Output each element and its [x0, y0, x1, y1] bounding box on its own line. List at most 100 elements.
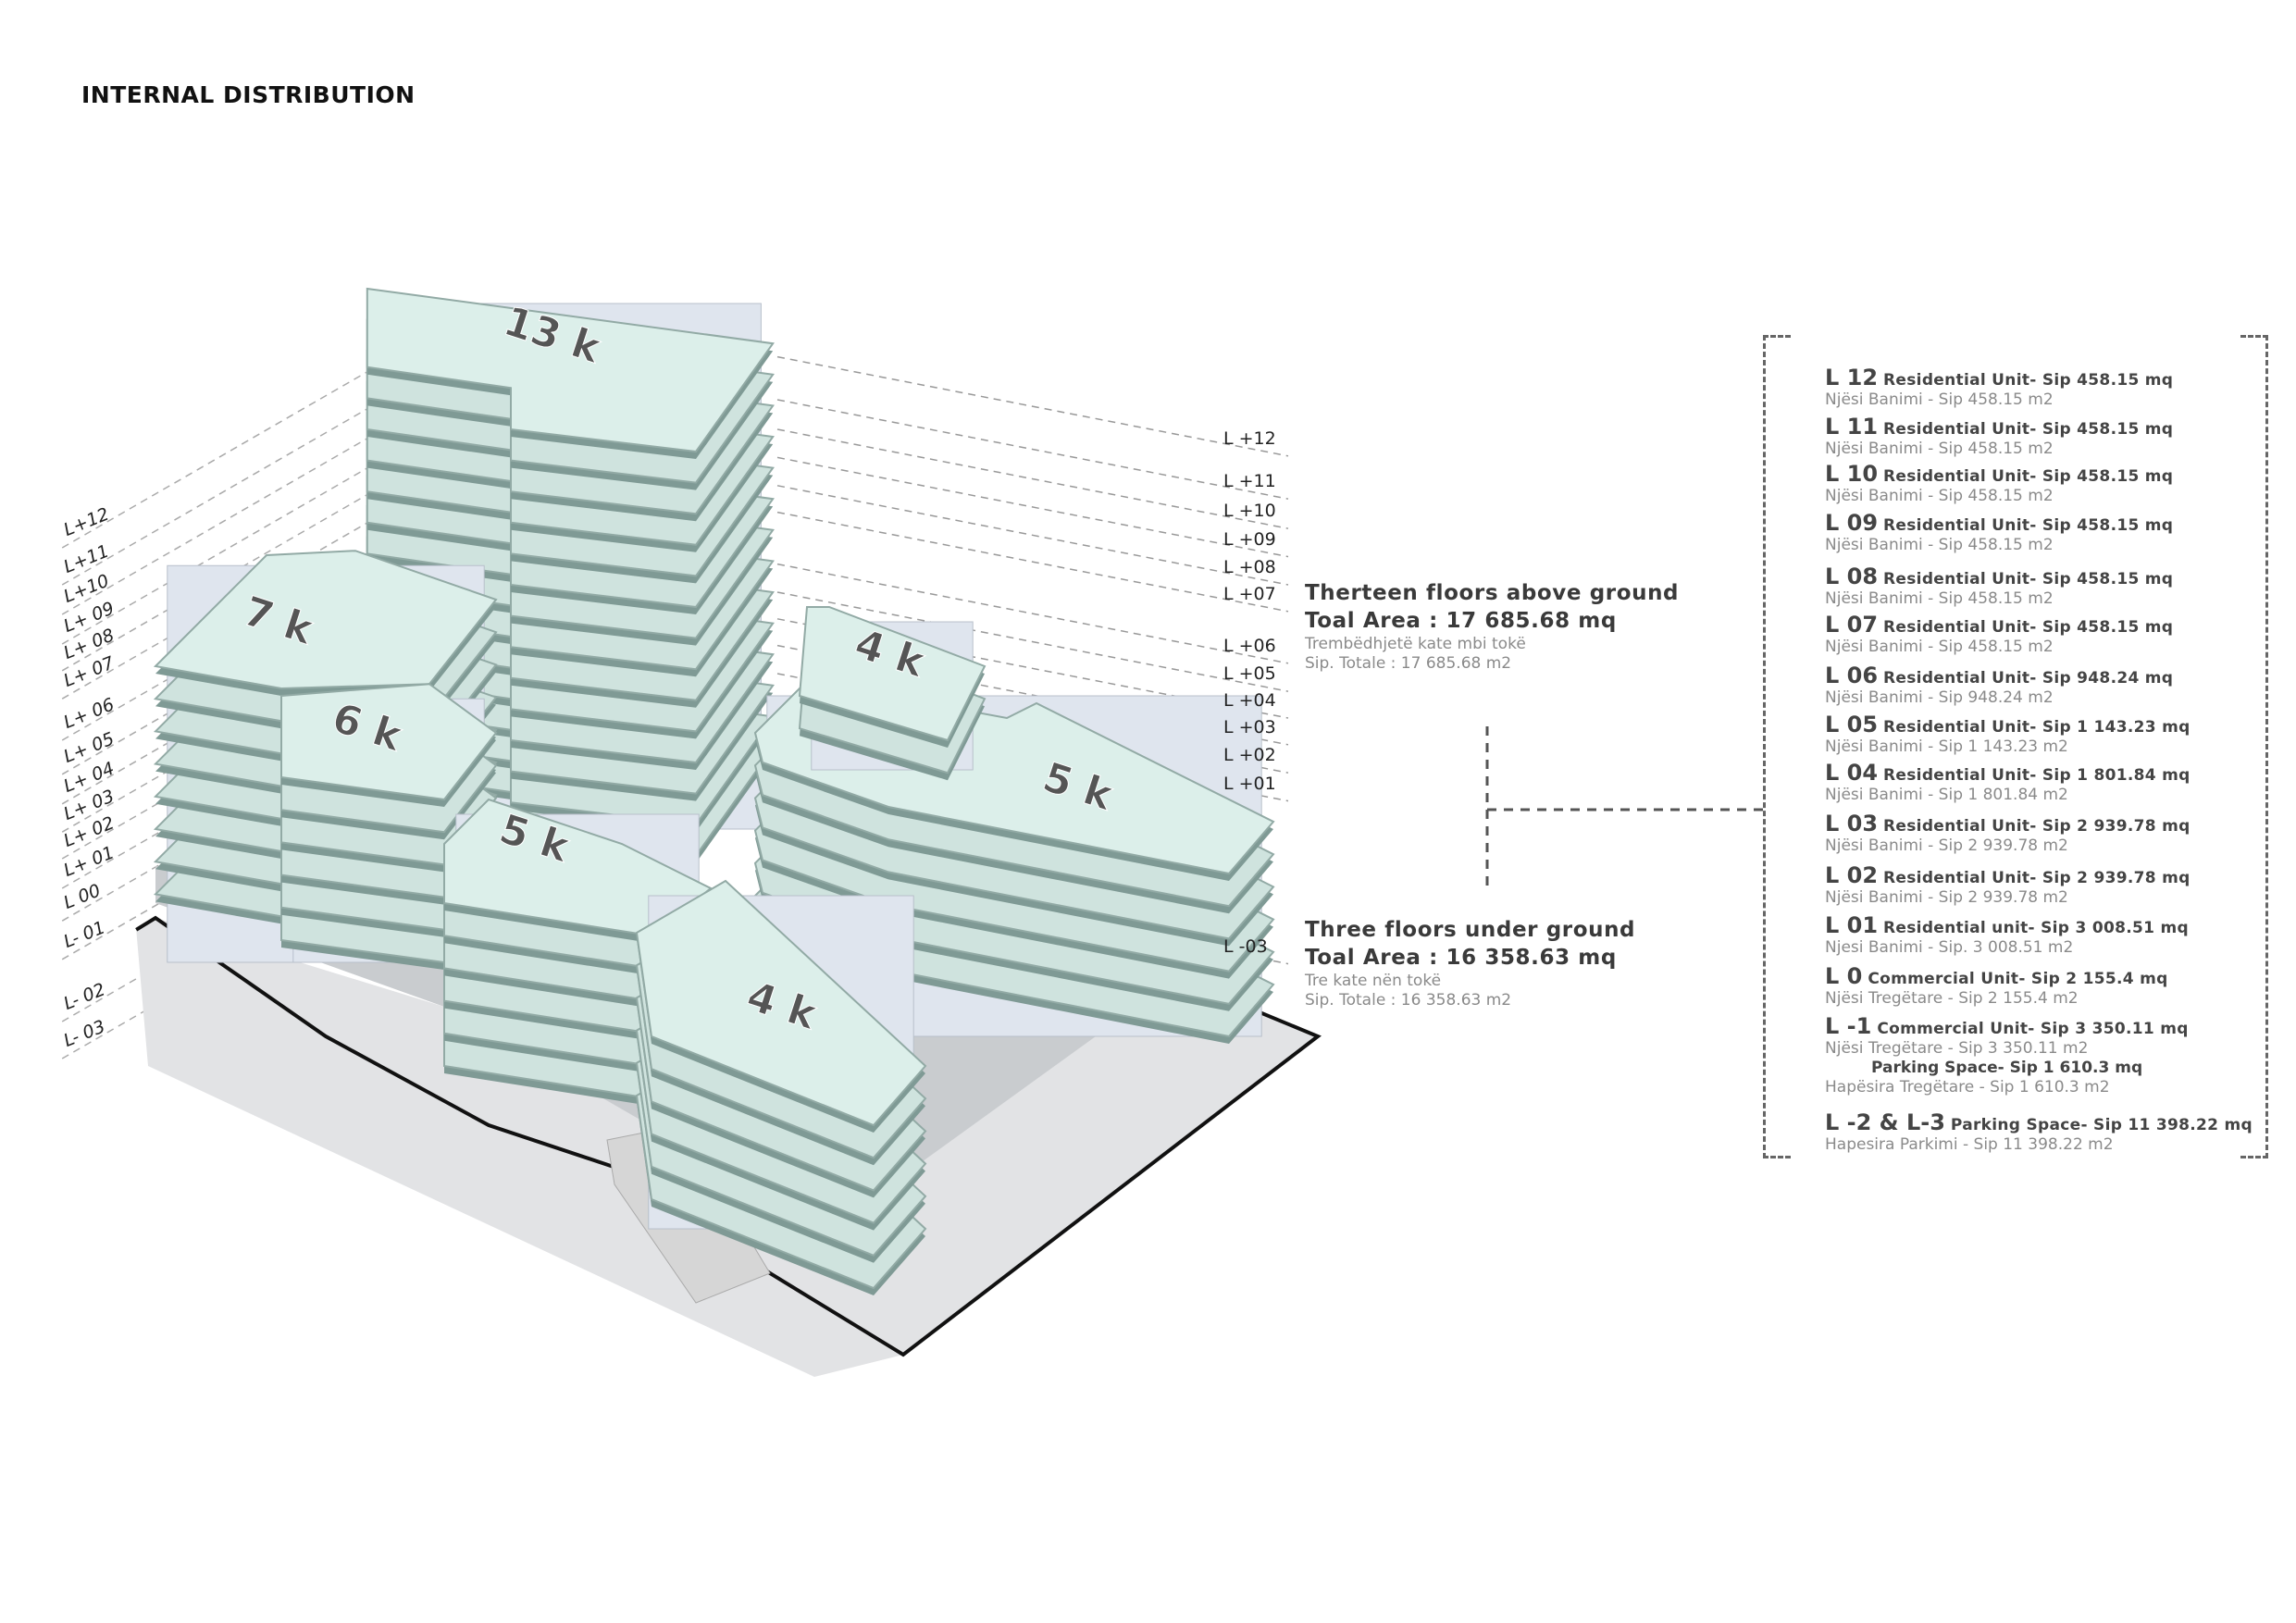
level-label-right: L +02: [1223, 745, 1276, 766]
legend-subtitle: Hapesira Parkimi - Sip 11 398.22 m2: [1825, 1135, 2114, 1154]
legend-subtitle: Njësi Tregëtare - Sip 2 155.4 m2: [1825, 989, 2079, 1008]
level-leader-line: [776, 399, 1289, 500]
level-label-right: L -03: [1223, 935, 1268, 957]
above-total: Toal Area : 17 685.68 mq: [1305, 609, 1617, 633]
level-label-right: L +04: [1223, 690, 1276, 711]
legend-level: L 02: [1825, 862, 1879, 888]
level-label-right: L +08: [1223, 557, 1276, 577]
legend-description: Residential Unit- Sip 458.15 mq: [1883, 420, 2174, 439]
legend-description: Residential Unit- Sip 458.15 mq: [1883, 570, 2174, 588]
legend-description: Residential unit- Sip 3 008.51 mq: [1883, 919, 2189, 937]
legend-subtitle: Njësi Tregëtare - Sip 3 350.11 m2: [1825, 1039, 2089, 1058]
legend-subtitle: Njësi Banimi - Sip 2 939.78 m2: [1825, 836, 2068, 855]
legend-item: L -2 & L-3 Parking Space- Sip 11 398.22 m…: [1825, 1109, 2253, 1154]
legend-item: L -1 Commercial Unit- Sip 3 350.11 mq Një…: [1825, 1013, 2189, 1096]
level-leader-line: [776, 428, 1289, 529]
level-label-right: L +12: [1223, 427, 1276, 449]
legend-description: Residential Unit- Sip 1 143.23 mq: [1883, 718, 2191, 737]
below-sub2: Sip. Totale : 16 358.63 m2: [1305, 991, 1512, 1010]
roof-terrace: [635, 879, 927, 1127]
below-ground-summary: Three floors under ground Toal Area : 16…: [1305, 916, 1635, 1010]
legend-subtitle: Njësi Banimi - Sip 948.24 m2: [1825, 688, 2054, 707]
legend-level: L 0: [1825, 963, 1863, 989]
level-leader-line: [776, 456, 1289, 558]
legend-description: Residential Unit- Sip 948.24 mq: [1883, 669, 2174, 688]
legend-level: L 10: [1825, 461, 1879, 487]
level-label-right: L +10: [1223, 501, 1276, 522]
roof-terrace: [366, 287, 775, 453]
legend-level: L -2 & L-3: [1825, 1109, 1945, 1135]
legend-subtitle: Njësi Banimi - Sip 1 143.23 m2: [1825, 737, 2068, 756]
legend-description: Residential Unit- Sip 458.15 mq: [1883, 371, 2174, 390]
legend-description: Parking Space- Sip 11 398.22 mq: [1950, 1116, 2253, 1134]
legend-level: L 12: [1825, 365, 1879, 390]
legend-description: Residential Unit- Sip 458.15 mq: [1883, 516, 2174, 535]
level-leader-line: [776, 591, 1289, 692]
level-label-right: L +07: [1223, 583, 1276, 604]
legend-subtitle: Njësi Banimi - Sip 2 939.78 m2: [1825, 888, 2068, 907]
legend-parking: Parking Space- Sip 1 610.3 mq: [1871, 1059, 2143, 1077]
level-label-right: L +05: [1223, 663, 1276, 685]
level-leader-line: [776, 511, 1289, 613]
legend-subtitle: Njësi Banimi - Sip 458.15 m2: [1825, 638, 2054, 656]
above-heading: Therteen floors above ground: [1305, 581, 1680, 605]
level-label-right: L +03: [1223, 716, 1276, 737]
below-heading: Three floors under ground: [1305, 918, 1636, 942]
legend-parking-subtitle: Hapësira Tregëtare - Sip 1 610.3 m2: [1825, 1078, 2110, 1096]
legend-level: L 06: [1825, 663, 1879, 688]
below-sub1: Tre kate nën tokë: [1305, 972, 1442, 990]
legend-description: Commercial Unit- Sip 3 350.11 mq: [1877, 1020, 2189, 1038]
level-label-right: L +09: [1223, 528, 1276, 550]
legend-description: Residential Unit- Sip 458.15 mq: [1883, 618, 2174, 637]
legend-description: Residential Unit- Sip 2 939.78 mq: [1883, 869, 2191, 887]
above-ground-summary: Therteen floors above ground Toal Area :…: [1305, 579, 1679, 674]
legend-level: L -1: [1825, 1013, 1872, 1039]
legend-level: L 05: [1825, 712, 1879, 737]
legend-subtitle: Njësi Banimi - Sip 458.15 m2: [1825, 440, 2054, 458]
above-sub1: Trembëdhjetë kate mbi tokë: [1305, 635, 1526, 653]
roof-terrace: [798, 606, 987, 742]
legend-frame: [1763, 335, 2268, 1158]
legend-frame-cap: [2240, 335, 2268, 338]
legend-level: L 08: [1825, 564, 1879, 589]
legend-subtitle: Njesi Banimi - Sip. 3 008.51 m2: [1825, 938, 2074, 957]
level-label-right: L +06: [1223, 635, 1276, 656]
level-leader-line: [776, 355, 1289, 457]
legend-description: Residential Unit- Sip 458.15 mq: [1883, 467, 2174, 486]
legend-subtitle: Njësi Banimi - Sip 458.15 m2: [1825, 589, 2054, 608]
legend-level: L 03: [1825, 811, 1879, 836]
legend-subtitle: Njësi Banimi - Sip 1 801.84 m2: [1825, 786, 2068, 804]
legend-level: L 07: [1825, 612, 1879, 638]
legend-subtitle: Njësi Banimi - Sip 458.15 m2: [1825, 487, 2054, 505]
legend-subtitle: Njësi Banimi - Sip 458.15 m2: [1825, 390, 2054, 409]
level-leader-line: [776, 485, 1289, 586]
legend-description: Residential Unit- Sip 1 801.84 mq: [1883, 766, 2191, 785]
legend-level: L 01: [1825, 912, 1879, 938]
level-leader-line: [776, 563, 1289, 664]
legend-level: L 09: [1825, 510, 1879, 536]
level-label-right: L +01: [1223, 773, 1276, 794]
level-label-right: L +11: [1223, 471, 1276, 492]
above-sub2: Sip. Totale : 17 685.68 m2: [1305, 654, 1512, 673]
legend-frame-cap: [2240, 1156, 2268, 1158]
legend-level: L 11: [1825, 414, 1879, 440]
below-total: Toal Area : 16 358.63 mq: [1305, 946, 1617, 970]
page-title: INTERNAL DISTRIBUTION: [81, 81, 416, 108]
roof-terrace: [280, 683, 498, 801]
roof-terrace: [153, 550, 498, 690]
legend-subtitle: Njësi Banimi - Sip 458.15 m2: [1825, 536, 2054, 554]
